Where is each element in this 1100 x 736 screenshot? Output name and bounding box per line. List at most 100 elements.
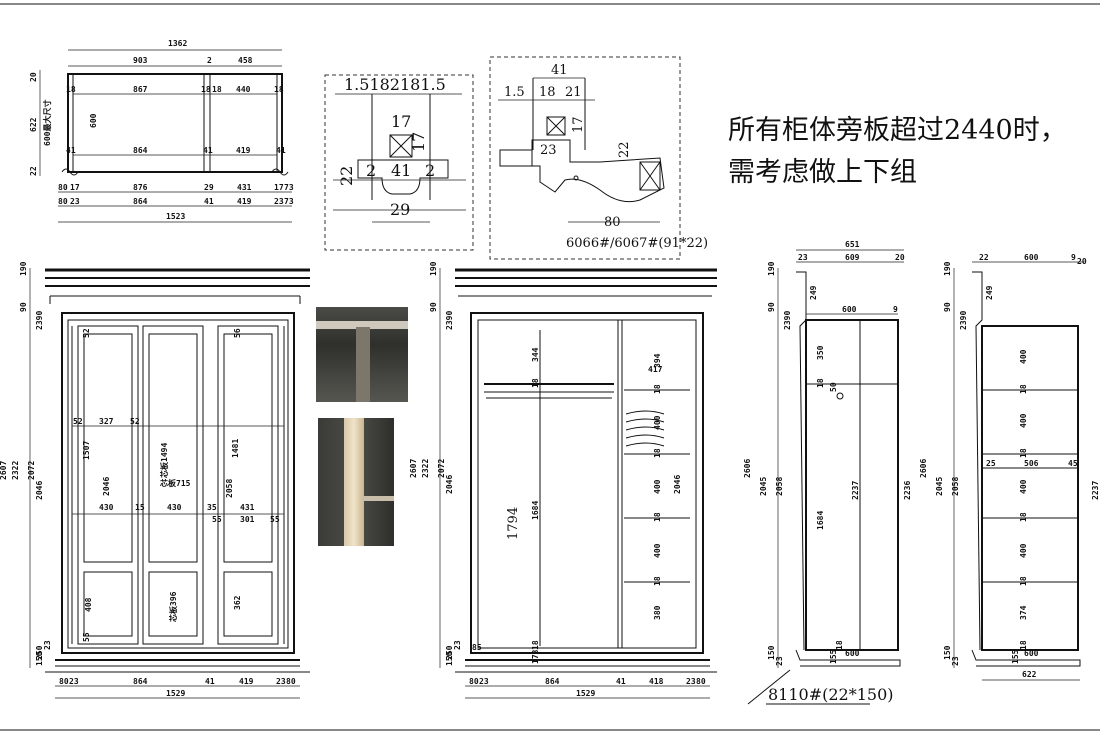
side-b-dim: 18 — [1019, 640, 1028, 650]
detail-b-left: 23 — [540, 143, 557, 158]
side-a-dim: 2236 — [903, 481, 912, 500]
open-width-dim: 418 — [649, 677, 664, 686]
side-a-dim: 18 — [816, 378, 825, 388]
open-height-dim: 90 — [429, 302, 438, 312]
open-dim: 18 — [653, 576, 662, 586]
side-b-dim: 155 — [1011, 649, 1020, 664]
open-dim: 18 — [653, 384, 662, 394]
detail-a-top: 1.5182181.5 — [344, 75, 446, 94]
door-height-dim: 2072 — [27, 461, 36, 480]
detail-a-mid: 17 — [391, 112, 411, 131]
open-dim: 18 — [531, 378, 540, 388]
door-dim: 55 — [212, 515, 222, 524]
door-dim: 430 — [167, 503, 182, 512]
side-b-dim: 400 — [1019, 543, 1028, 558]
side-b-height: 2390 — [959, 311, 968, 330]
open-dim: 400 — [653, 415, 662, 430]
door-dim: 15 — [135, 503, 145, 512]
door-dim: 2046 — [102, 477, 111, 496]
side-b-height: 2606 — [919, 459, 928, 478]
side-a-height: 23 — [775, 656, 784, 666]
side-b-height: 190 — [943, 261, 952, 276]
plan-depth: 600 — [89, 113, 98, 128]
plan-dim: 20 — [29, 72, 38, 82]
side-b-dim: 600 — [1024, 649, 1039, 658]
side-a-dim: 50 — [829, 382, 838, 392]
side-b-height: 23 — [951, 656, 960, 666]
design-note: 所有柜体旁板超过2440时， 需考虑做上下组 — [728, 110, 1067, 194]
plan-dim: 18 — [66, 85, 76, 94]
design-note-line1: 所有柜体旁板超过2440时， — [728, 115, 1067, 146]
open-width-dim: 80 — [696, 677, 706, 686]
side-b-dim: 18 — [1019, 512, 1028, 522]
detail-a-bottom: 29 — [390, 200, 410, 219]
door-total-width: 1529 — [166, 689, 185, 698]
side-a-dim: 609 — [845, 253, 860, 262]
side-b-dim: 2237 — [1091, 481, 1100, 500]
plan-dim: 2 — [207, 56, 212, 65]
side-a-dim: 155 — [829, 649, 838, 664]
side-b-dim: 374 — [1019, 605, 1028, 620]
door-dim: 2058 — [225, 479, 234, 498]
side-a-height: 90 — [767, 302, 776, 312]
open-width-dim: 864 — [545, 677, 560, 686]
side-b-height: 2045 — [935, 477, 944, 496]
open-dim: 394 — [653, 353, 662, 368]
plan-dim: 17 — [70, 183, 80, 192]
side-b-dim: 18 — [1019, 384, 1028, 394]
door-dim: 55 — [270, 515, 280, 524]
plan-dim: 867 — [133, 85, 148, 94]
plan-dim: 41 — [203, 146, 213, 155]
detail-b-dim: 1.5 — [504, 85, 525, 100]
detail-a-dim: 2 — [425, 161, 435, 180]
detail-a: 1.5182181.5 17 17 22 2 41 2 29 — [324, 74, 474, 251]
moulding-photo-top — [316, 307, 408, 402]
open-dim: 18 — [653, 512, 662, 522]
door-dim: 56 — [233, 328, 242, 338]
door-overall-height: 2607 — [0, 461, 8, 480]
open-dim: 173 — [531, 649, 540, 664]
plan-dim: 41 — [276, 146, 286, 155]
open-width-dim: 23 — [686, 677, 696, 686]
open-dim: 400 — [653, 543, 662, 558]
door-panel-label: 芯板396 — [168, 591, 178, 622]
open-hanging-height: 1794 — [506, 507, 521, 540]
door-dim: 327 — [99, 417, 114, 426]
side-b-dim: 25 — [986, 459, 996, 468]
door-height-dim: 150 — [35, 651, 44, 666]
side-b-dim: 400 — [1019, 413, 1028, 428]
plan-dim: 18 — [212, 85, 222, 94]
side-b-dim: 506 — [1024, 459, 1039, 468]
door-width-dim: 23 — [276, 677, 286, 686]
door-width-dim: 80 — [286, 677, 296, 686]
detail-b-dim: 21 — [565, 85, 582, 100]
side-a-dim: 9 — [893, 305, 898, 314]
door-height-dim: 190 — [19, 261, 28, 276]
plan-dim: 23 — [70, 197, 80, 206]
door-panel-label: 芯板1494 — [159, 443, 169, 478]
plan-dim: 22 — [29, 166, 38, 176]
detail-b-label: 6066#/6067#(91*22) — [566, 236, 708, 251]
open-dim: 18 — [653, 448, 662, 458]
open-dim: 2046 — [673, 475, 682, 494]
door-dim: 52 — [73, 417, 83, 426]
front-view-doors: 327 52 52 1507 芯板1494 芯板715 1481 2046 43… — [0, 261, 310, 699]
side-a-dim: 1684 — [816, 511, 825, 530]
detail-a-side: 17 — [409, 132, 428, 152]
open-height-dim: 23 — [453, 640, 462, 650]
door-width-dim: 80 — [59, 677, 69, 686]
side-view-b: 22 600 9 20 249 400 18 400 18 25 506 45 … — [919, 253, 1100, 681]
side-b-dim: 400 — [1019, 349, 1028, 364]
open-width-dim: 41 — [616, 677, 626, 686]
open-height-dim: 190 — [429, 261, 438, 276]
plan-dim: 80 — [58, 197, 68, 206]
plan-dim: 431 — [237, 183, 252, 192]
door-dim: 408 — [84, 597, 93, 612]
side-b-dim: 249 — [985, 285, 994, 300]
side-b-dim: 9 — [1071, 253, 1076, 262]
door-dim: 430 — [99, 503, 114, 512]
plan-max-size-label: 600最大尺寸 — [42, 100, 52, 146]
door-height-dim: 250 — [35, 645, 44, 660]
open-height-dim: 2390 — [445, 311, 454, 330]
side-b-dim: 20 — [1077, 257, 1087, 266]
